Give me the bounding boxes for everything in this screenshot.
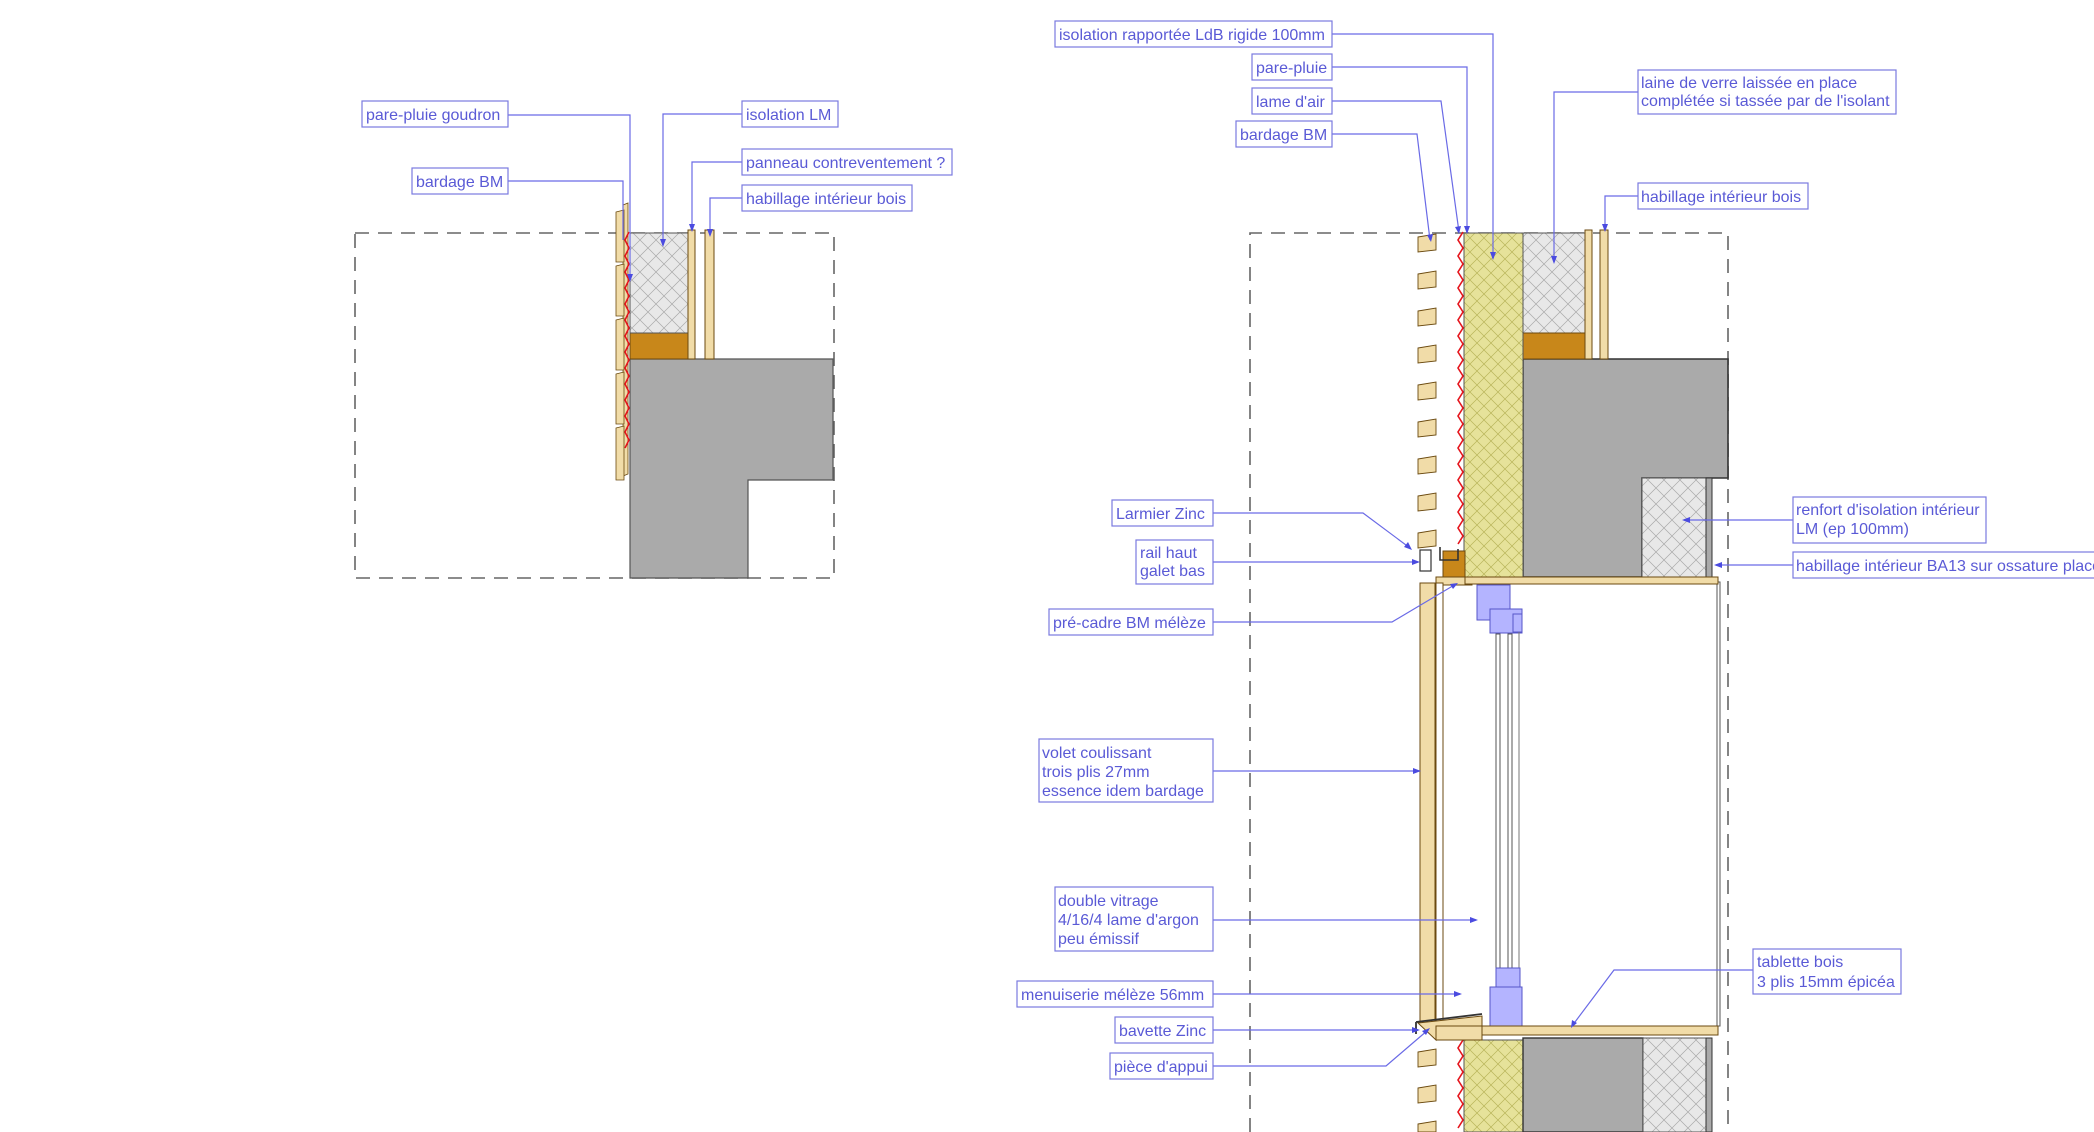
right-section-detail: isolation rapportée LdB rigide 100mm par… bbox=[1016, 20, 2094, 1132]
leader-lines bbox=[1213, 33, 1793, 1067]
upper-sole-plate bbox=[1522, 332, 1586, 360]
window-frame-head bbox=[1476, 584, 1523, 634]
upper-interior-lining bbox=[1599, 229, 1609, 360]
label-right-habillage-interieur-bois: habillage intérieur bois bbox=[1641, 189, 1801, 206]
lower-ba13-lining bbox=[1705, 1037, 1713, 1132]
label-left-bardage-bm: bardage BM bbox=[416, 174, 503, 191]
label-isolation-lm: isolation LM bbox=[746, 107, 831, 124]
double-glazing bbox=[1495, 633, 1513, 972]
pre-frame-lower bbox=[1435, 1025, 1483, 1041]
interior-insulation-reinforcement bbox=[1641, 477, 1707, 578]
label-pare-pluie-goudron: pare-pluie goudron bbox=[366, 107, 500, 124]
cladding-slats-lower bbox=[1417, 1048, 1437, 1132]
left-sole-plate bbox=[629, 332, 689, 360]
lower-concrete-slab bbox=[1522, 1037, 1644, 1132]
rigid-insulation-upper bbox=[1463, 232, 1524, 578]
label-laine-de-verre-line1: laine de verre laissée en place bbox=[1641, 75, 1857, 92]
left-detail-boundary bbox=[354, 232, 835, 579]
label-renfort-isolation-line1: renfort d'isolation intérieur bbox=[1796, 502, 1980, 519]
label-isolation-rapportee: isolation rapportée LdB rigide 100mm bbox=[1059, 27, 1325, 44]
label-menuiserie: menuiserie mélèze 56mm bbox=[1021, 987, 1204, 1004]
zinc-drip bbox=[1439, 547, 1459, 561]
label-volet-coulissant-line3: essence idem bardage bbox=[1042, 783, 1204, 800]
left-insulation-lm bbox=[629, 232, 689, 334]
rain-screen-membrane-upper bbox=[1457, 231, 1464, 545]
left-section-detail: pare-pluie goudron bardage BM isolation … bbox=[354, 100, 953, 579]
interior-reveal bbox=[1716, 581, 1721, 1027]
label-double-vitrage-line3: peu émissif bbox=[1058, 931, 1139, 948]
rail-haut bbox=[1419, 549, 1432, 572]
left-rain-screen-membrane bbox=[624, 231, 630, 449]
zinc-flashing bbox=[1415, 1013, 1483, 1034]
cladding-slats-upper bbox=[1417, 233, 1437, 549]
label-tablette-bois-line1: tablette bois bbox=[1757, 954, 1843, 971]
label-tablette-bois-line2: 3 plis 15mm épicéa bbox=[1757, 974, 1895, 991]
label-pre-cadre: pré-cadre BM mélèze bbox=[1053, 615, 1206, 632]
rain-screen-membrane-lower bbox=[1457, 1039, 1464, 1129]
sliding-shutter bbox=[1419, 582, 1436, 1024]
label-right-bardage-bm: bardage BM bbox=[1240, 127, 1327, 144]
label-lame-d-air: lame d'air bbox=[1256, 94, 1326, 111]
label-panneau-contreventement: panneau contreventement ? bbox=[746, 155, 945, 172]
shutter-frame-upright bbox=[1435, 582, 1444, 1024]
label-pare-pluie: pare-pluie bbox=[1256, 60, 1327, 77]
interior-timber-sill bbox=[1481, 1025, 1719, 1036]
left-concrete-slab bbox=[629, 358, 834, 579]
label-bavette-zinc: bavette Zinc bbox=[1119, 1023, 1206, 1040]
lintel-block bbox=[1442, 550, 1466, 580]
label-galet-bas: galet bas bbox=[1140, 563, 1205, 580]
label-habillage-ba13: habillage intérieur BA13 sur ossature pl… bbox=[1796, 558, 2094, 575]
interior-ba13-lining bbox=[1705, 477, 1713, 578]
left-interior-lining bbox=[704, 229, 715, 360]
lower-interior-insulation bbox=[1642, 1037, 1707, 1132]
left-bracing-panel bbox=[687, 229, 696, 360]
label-volet-coulissant-line1: volet coulissant bbox=[1042, 745, 1152, 762]
head-board bbox=[1464, 576, 1719, 585]
upper-bracing-panel bbox=[1584, 229, 1593, 360]
label-renfort-isolation-line2: LM (ep 100mm) bbox=[1796, 521, 1909, 538]
label-rail-haut: rail haut bbox=[1140, 545, 1197, 562]
window-frame-sill bbox=[1489, 967, 1523, 1028]
label-double-vitrage-line1: double vitrage bbox=[1058, 893, 1159, 910]
left-cladding-boards bbox=[615, 202, 629, 481]
label-laine-de-verre-line2: complétée si tassée par de l'isolant bbox=[1641, 93, 1890, 110]
label-double-vitrage-line2: 4/16/4 lame d'argon bbox=[1058, 912, 1199, 929]
label-volet-coulissant-line2: trois plis 27mm bbox=[1042, 764, 1150, 781]
leader-arrows bbox=[1404, 224, 1722, 1035]
label-piece-d-appui: pièce d'appui bbox=[1114, 1059, 1208, 1076]
label-larmier-zinc: Larmier Zinc bbox=[1116, 506, 1205, 523]
label-left-habillage-interieur-bois: habillage intérieur bois bbox=[746, 191, 906, 208]
rigid-insulation-lower bbox=[1463, 1039, 1524, 1132]
